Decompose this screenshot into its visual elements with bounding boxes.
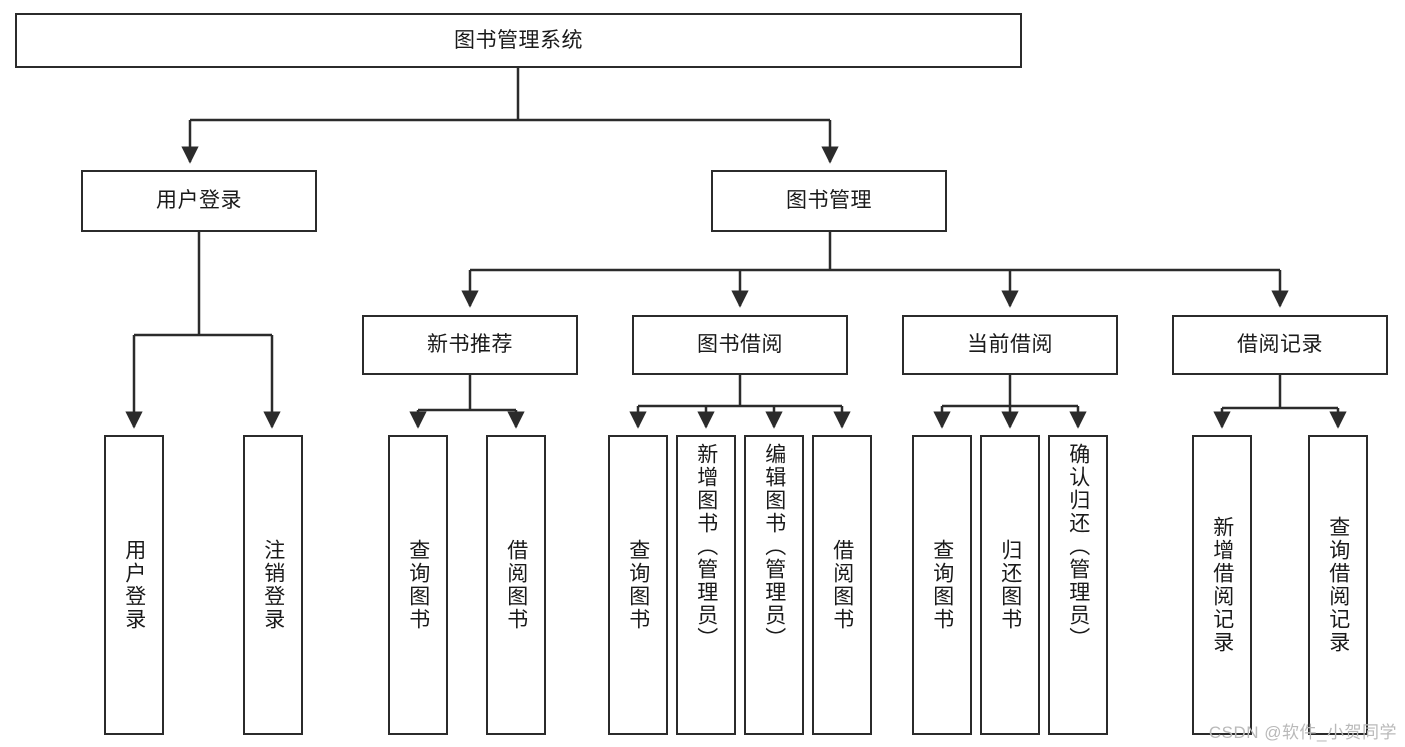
node-new-book-recommendation[interactable]: 新书推荐 (362, 315, 578, 375)
leaf-confirm-return-admin[interactable]: 确认归还（管理员） (1048, 435, 1108, 735)
node-label: 查询图书 (406, 539, 430, 631)
leaf-return-book[interactable]: 归还图书 (980, 435, 1040, 735)
node-label: 编辑图书（管理员） (762, 443, 786, 650)
node-label: 图书管理 (786, 189, 872, 213)
node-label: 图书借阅 (697, 333, 783, 357)
node-label: 注销登录 (261, 539, 285, 631)
node-label: 归还图书 (998, 539, 1022, 631)
leaf-edit-book-admin[interactable]: 编辑图书（管理员） (744, 435, 804, 735)
node-label: 查询图书 (930, 539, 954, 631)
node-book-management[interactable]: 图书管理 (711, 170, 947, 232)
node-root-book-management-system[interactable]: 图书管理系统 (15, 13, 1022, 68)
leaf-borrow-book-nb[interactable]: 借阅图书 (486, 435, 546, 735)
node-label: 新增借阅记录 (1210, 516, 1234, 654)
node-current-borrowing[interactable]: 当前借阅 (902, 315, 1118, 375)
node-book-borrowing[interactable]: 图书借阅 (632, 315, 848, 375)
node-label: 借阅图书 (830, 539, 854, 631)
node-user-login[interactable]: 用户登录 (81, 170, 317, 232)
leaf-add-book-admin[interactable]: 新增图书（管理员） (676, 435, 736, 735)
leaf-add-borrow-record[interactable]: 新增借阅记录 (1192, 435, 1252, 735)
node-label: 新增图书（管理员） (694, 443, 718, 650)
node-label: 查询图书 (626, 539, 650, 631)
leaf-query-book-cb[interactable]: 查询图书 (912, 435, 972, 735)
node-label: 确认归还（管理员） (1066, 443, 1090, 650)
leaf-query-borrow-record[interactable]: 查询借阅记录 (1308, 435, 1368, 735)
node-borrowing-record[interactable]: 借阅记录 (1172, 315, 1388, 375)
node-label: 新书推荐 (427, 333, 513, 357)
leaf-borrow-book-bb[interactable]: 借阅图书 (812, 435, 872, 735)
node-label: 用户登录 (122, 539, 146, 631)
leaf-query-book-bb[interactable]: 查询图书 (608, 435, 668, 735)
node-label: 查询借阅记录 (1326, 516, 1350, 654)
node-label: 借阅图书 (504, 539, 528, 631)
node-label: 图书管理系统 (454, 28, 583, 52)
node-label: 当前借阅 (967, 333, 1053, 357)
node-label: 用户登录 (156, 189, 242, 213)
leaf-user-login[interactable]: 用户登录 (104, 435, 164, 735)
leaf-query-book-nb[interactable]: 查询图书 (388, 435, 448, 735)
node-label: 借阅记录 (1237, 333, 1323, 357)
leaf-logout[interactable]: 注销登录 (243, 435, 303, 735)
